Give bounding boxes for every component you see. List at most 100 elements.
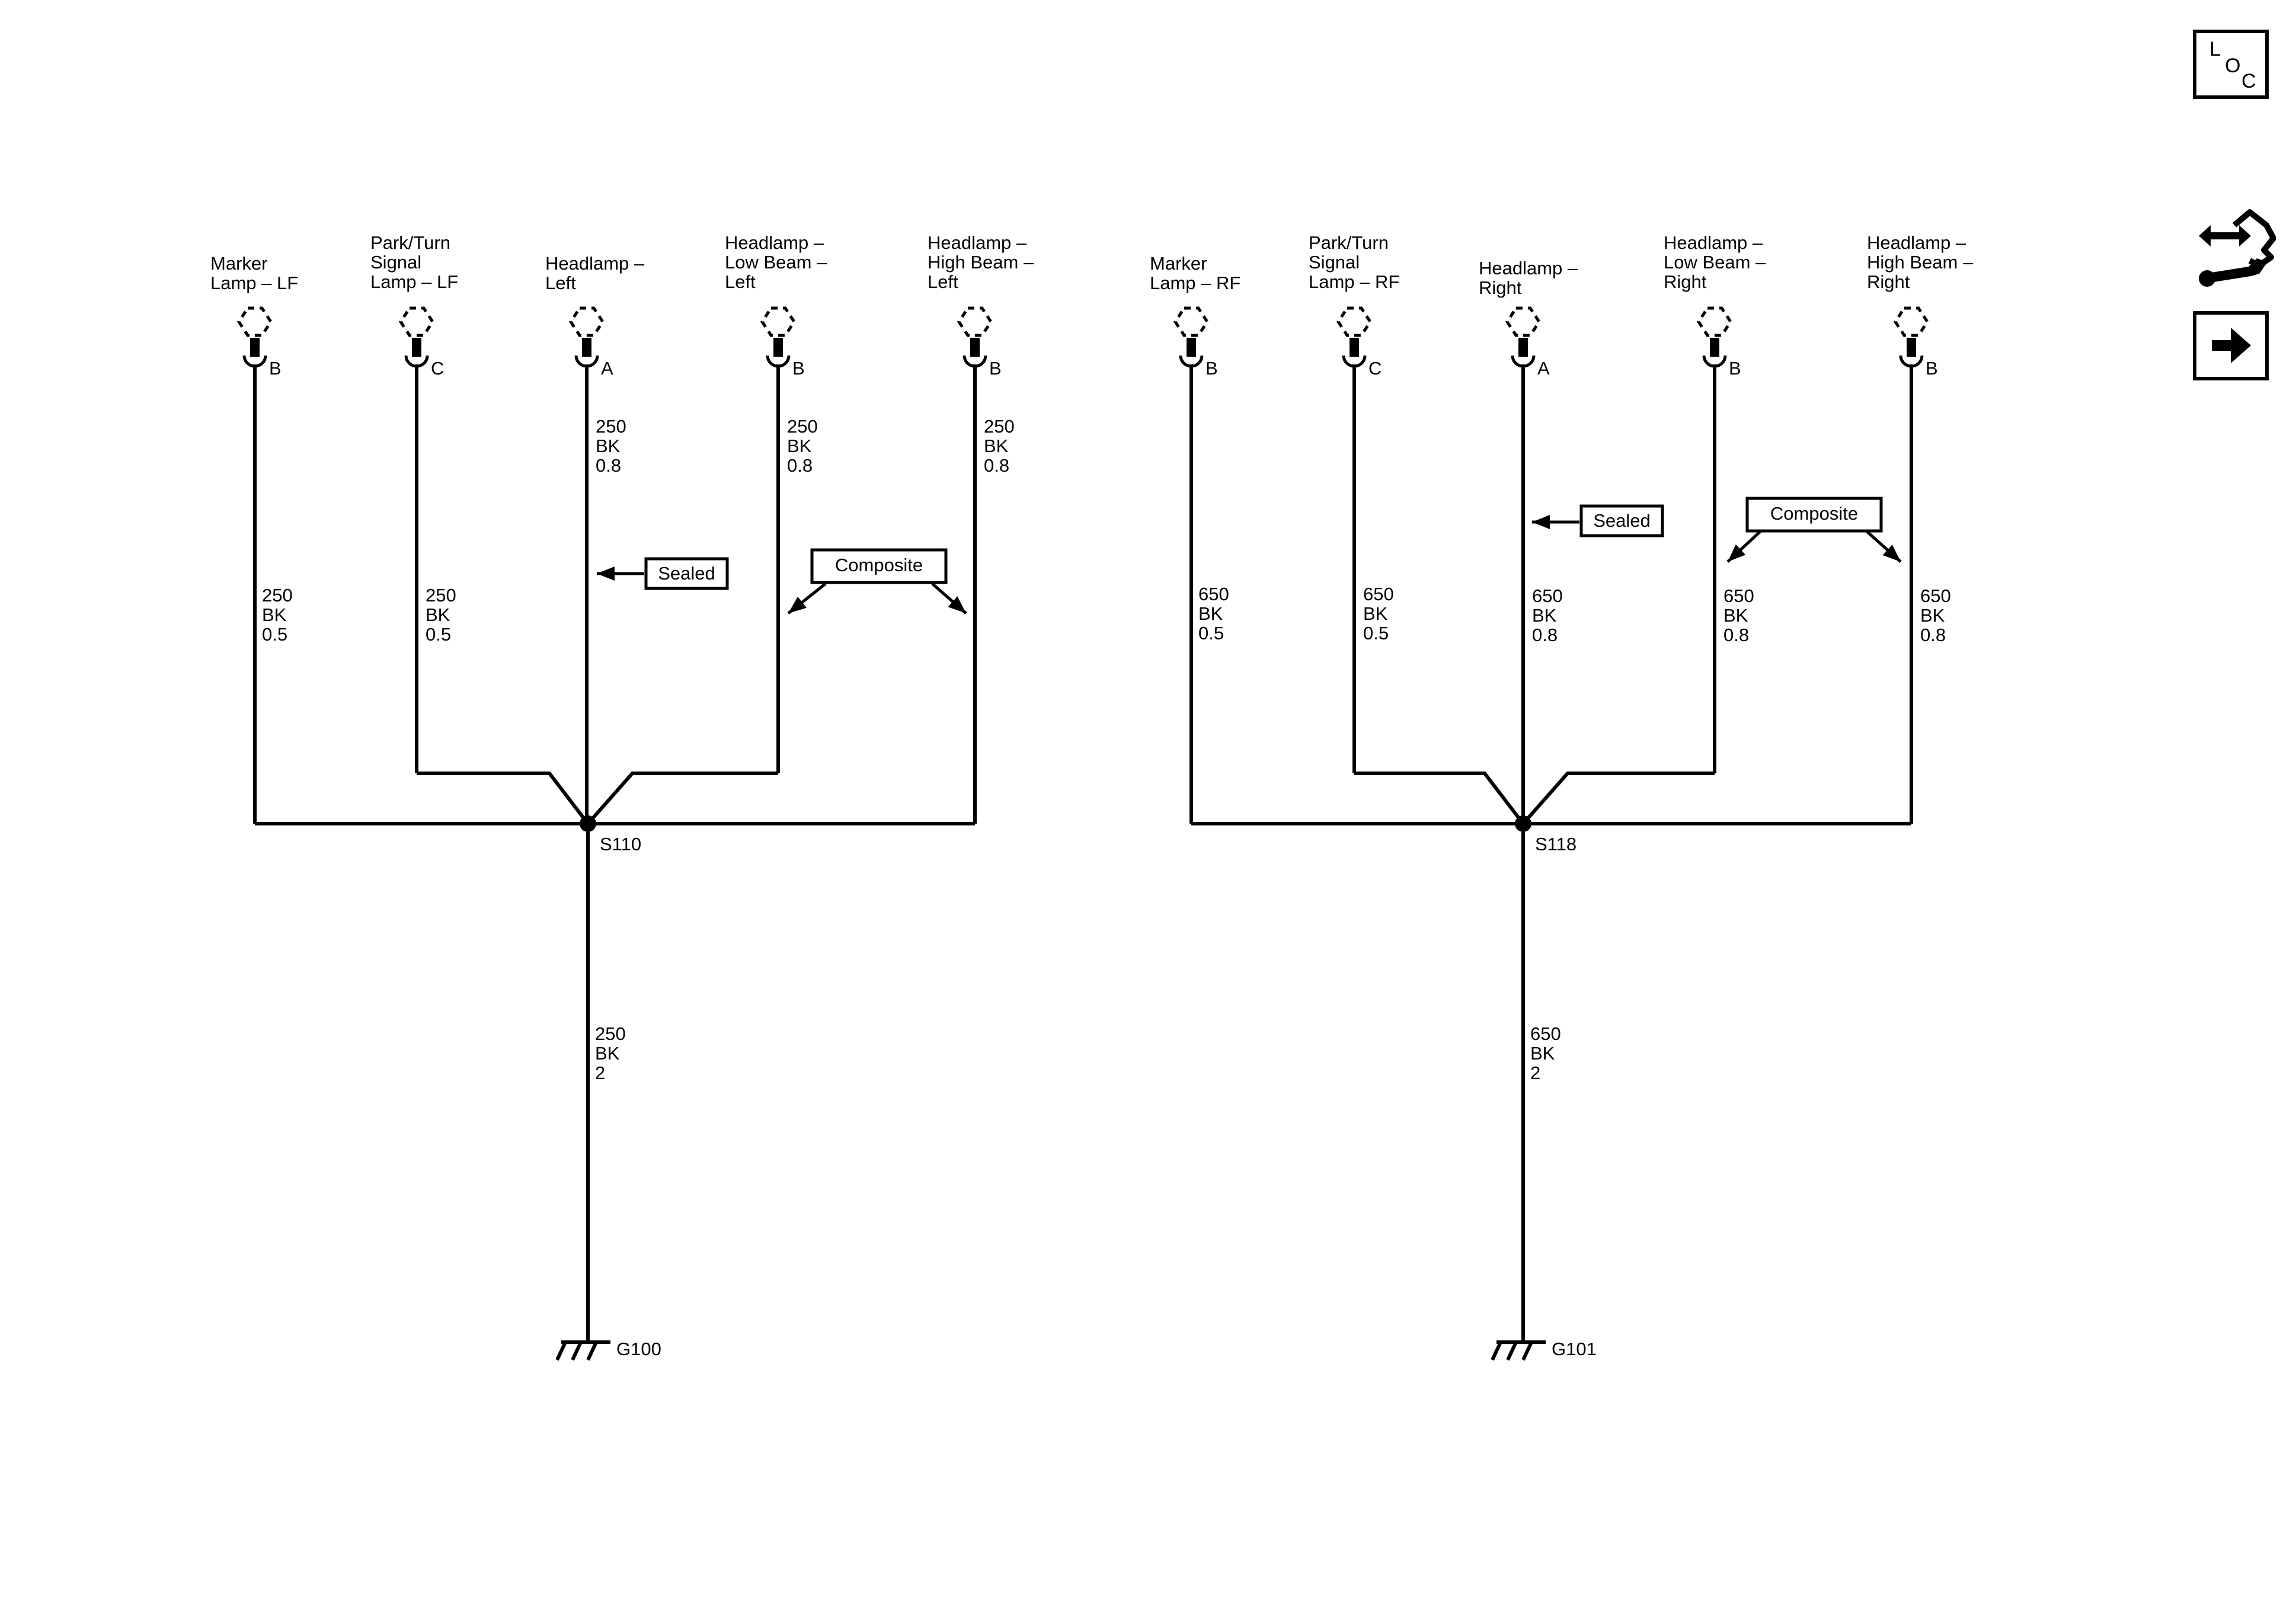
- component-label-line: Lamp – LF: [210, 273, 298, 293]
- connector-pin: [250, 338, 260, 357]
- component-label-line: Signal: [370, 252, 421, 273]
- wire-spec: 2: [1530, 1062, 1540, 1083]
- wire-spec: BK: [426, 604, 450, 625]
- terminal-letter: B: [1205, 358, 1218, 379]
- wire-spec: BK: [787, 436, 812, 456]
- wire-spec: 250: [596, 416, 626, 437]
- wire-spec: 0.8: [1723, 625, 1749, 645]
- bulb-symbol: [1173, 306, 1209, 337]
- component-label-line: Right: [1867, 271, 1910, 292]
- wire-spec: 250: [595, 1023, 626, 1044]
- wire-spec: 0.8: [1920, 625, 1946, 645]
- component-label-line: Low Beam –: [725, 252, 827, 273]
- wire-spec: BK: [595, 1043, 620, 1064]
- component-label-line: Left: [928, 271, 958, 292]
- loc-letter-c: C: [2241, 70, 2256, 92]
- terminal-letter: B: [269, 358, 282, 379]
- terminal-letter: B: [792, 358, 805, 379]
- component-label-line: Headlamp –: [928, 232, 1027, 253]
- wire-segment: [1354, 772, 1525, 825]
- terminal-letter: B: [1729, 358, 1741, 379]
- terminal-letter: C: [431, 358, 444, 379]
- bulb-symbol: [1697, 306, 1732, 337]
- component-label-line: Marker: [1150, 253, 1207, 274]
- sealed-callout-label: Sealed: [1593, 510, 1651, 531]
- wire-spec: BK: [1530, 1043, 1555, 1064]
- wire-spec: 650: [1532, 585, 1563, 606]
- component-label-line: Headlamp –: [545, 253, 645, 274]
- connector-pin: [1187, 338, 1196, 357]
- bulb-symbol: [1336, 306, 1372, 337]
- composite-arrow-left-head: [788, 596, 807, 613]
- loc-icon[interactable]: L O C: [2193, 30, 2269, 99]
- composite-callout-label: Composite: [835, 555, 923, 575]
- wire-spec: 0.8: [596, 455, 621, 476]
- wire-spec: 250: [984, 416, 1015, 437]
- wire-spec: 0.5: [262, 624, 287, 645]
- terminal-letter: B: [1926, 358, 1938, 379]
- ground-symbol: [1491, 1340, 1546, 1361]
- splice-label: S110: [600, 834, 641, 854]
- connector-pin: [412, 338, 421, 357]
- ground-label: G100: [616, 1339, 661, 1359]
- component-label-line: Right: [1664, 271, 1707, 292]
- component-label-line: Headlamp –: [1479, 258, 1578, 279]
- component-label-line: High Beam –: [928, 252, 1034, 273]
- sealed-arrow-head: [1532, 515, 1550, 529]
- component-label-line: Low Beam –: [1664, 252, 1766, 273]
- bulb-symbol: [957, 306, 993, 337]
- component-label-line: Right: [1479, 277, 1522, 298]
- composite-callout-label: Composite: [1770, 503, 1858, 524]
- wire-spec: BK: [262, 604, 287, 625]
- wire-spec: 650: [1723, 585, 1754, 606]
- bulb-symbol: [237, 306, 273, 337]
- connector-tool-icon[interactable]: [2193, 207, 2276, 296]
- component-label-line: Headlamp –: [725, 232, 824, 253]
- terminal-letter: C: [1368, 358, 1382, 379]
- splice-label: S118: [1535, 834, 1576, 854]
- component-label-line: Park/Turn: [370, 232, 450, 253]
- composite-arrow-right-head: [1882, 545, 1901, 562]
- wire-spec: BK: [1532, 605, 1557, 626]
- component-label-line: Lamp – RF: [1150, 273, 1240, 293]
- wire-spec: 250: [787, 416, 818, 437]
- composite-callout-box: [810, 548, 948, 584]
- wire-segment: [586, 772, 778, 825]
- wire-spec: 0.8: [787, 455, 813, 476]
- wire-spec: BK: [1723, 605, 1748, 626]
- component-label-line: Headlamp –: [1867, 232, 1966, 253]
- component-label-line: Park/Turn: [1309, 232, 1389, 253]
- connector-pin: [970, 338, 980, 357]
- composite-arrow-right-head: [948, 596, 966, 613]
- wire-spec: BK: [984, 436, 1009, 456]
- ground-symbol: [555, 1340, 610, 1361]
- sealed-callout-box: [644, 557, 729, 590]
- wire-spec: BK: [1363, 603, 1388, 624]
- wire-segment: [1521, 772, 1715, 825]
- wire-spec: 0.5: [1198, 623, 1224, 644]
- connector-pin: [773, 338, 783, 357]
- composite-callout-box: [1745, 497, 1883, 533]
- component-label-line: Left: [545, 273, 576, 293]
- loc-letter-l: L: [2209, 38, 2221, 60]
- next-page-arrow-icon[interactable]: [2193, 311, 2269, 380]
- wire-spec: BK: [596, 436, 621, 456]
- wire-spec: 250: [262, 585, 293, 606]
- terminal-letter: A: [601, 358, 613, 379]
- component-label-line: Headlamp –: [1664, 232, 1763, 253]
- component-label-line: Lamp – LF: [370, 271, 458, 292]
- connector-pin: [1907, 338, 1916, 357]
- bulb-symbol: [1505, 306, 1541, 337]
- component-label-line: High Beam –: [1867, 252, 1974, 273]
- connector-pin: [1518, 338, 1528, 357]
